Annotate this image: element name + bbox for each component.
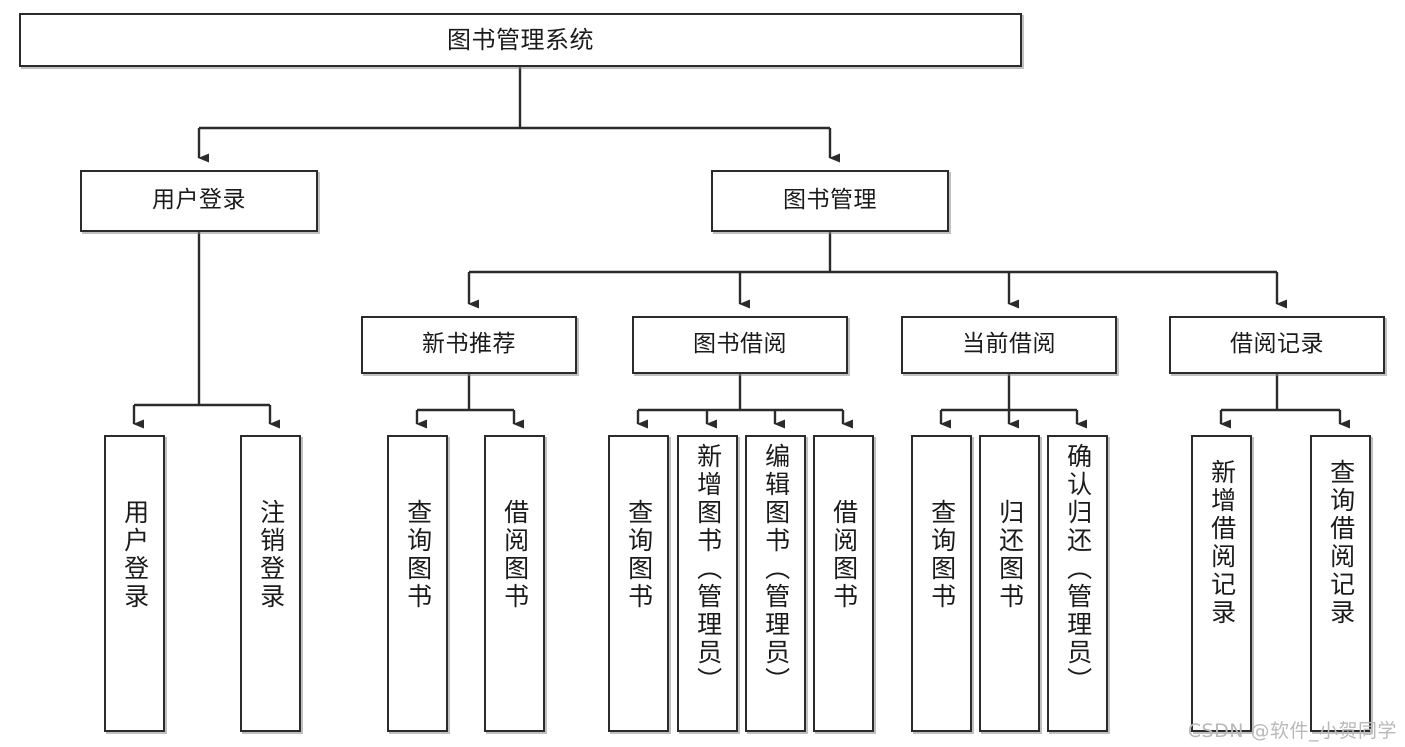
- node-user-login[interactable]: 用户登录: [80, 170, 318, 232]
- leaf-current-return-book[interactable]: 归还图书: [979, 435, 1040, 732]
- leaf-records-query-record[interactable]: 查询借阅记录: [1310, 435, 1371, 732]
- leaf-borrow-edit-book-label: 编辑图书（管理员）: [761, 443, 791, 695]
- leaf-user-login-logout[interactable]: 注销登录: [240, 435, 301, 732]
- csdn-watermark: CSDN @软件_小贺同学: [1187, 720, 1397, 742]
- node-borrow-records[interactable]: 借阅记录: [1169, 316, 1385, 374]
- leaf-current-query-book[interactable]: 查询图书: [911, 435, 972, 732]
- node-book-management-label: 图书管理: [783, 187, 877, 214]
- leaf-current-return-book-label: 归还图书: [995, 499, 1025, 611]
- node-root-system[interactable]: 图书管理系统: [19, 13, 1022, 67]
- node-user-login-label: 用户登录: [152, 187, 246, 214]
- leaf-current-confirm-return[interactable]: 确认归还（管理员）: [1047, 435, 1108, 732]
- leaf-borrow-borrow-book[interactable]: 借阅图书: [813, 435, 874, 732]
- leaf-current-confirm-return-label: 确认归还（管理员）: [1063, 443, 1093, 695]
- leaf-borrow-borrow-book-label: 借阅图书: [829, 499, 859, 611]
- leaf-new-book-query-label: 查询图书: [403, 499, 433, 611]
- leaf-borrow-edit-book[interactable]: 编辑图书（管理员）: [745, 435, 806, 732]
- leaf-borrow-query-book[interactable]: 查询图书: [608, 435, 669, 732]
- node-book-borrow[interactable]: 图书借阅: [632, 316, 848, 374]
- leaf-records-add-record-label: 新增借阅记录: [1207, 459, 1237, 627]
- leaf-new-book-query[interactable]: 查询图书: [387, 435, 448, 732]
- leaf-new-book-borrow-label: 借阅图书: [500, 499, 530, 611]
- leaf-records-add-record[interactable]: 新增借阅记录: [1191, 435, 1252, 732]
- leaf-user-login-login-label: 用户登录: [120, 499, 150, 611]
- node-current-borrow-label: 当前借阅: [962, 331, 1056, 358]
- leaf-borrow-add-book[interactable]: 新增图书（管理员）: [677, 435, 738, 732]
- leaf-user-login-login[interactable]: 用户登录: [104, 435, 165, 732]
- node-root-system-label: 图书管理系统: [447, 25, 594, 54]
- node-new-book-recommend[interactable]: 新书推荐: [361, 316, 577, 374]
- node-borrow-records-label: 借阅记录: [1230, 331, 1324, 358]
- node-book-management[interactable]: 图书管理: [711, 170, 949, 232]
- node-new-book-recommend-label: 新书推荐: [422, 331, 516, 358]
- leaf-borrow-add-book-label: 新增图书（管理员）: [693, 443, 723, 695]
- node-current-borrow[interactable]: 当前借阅: [901, 316, 1117, 374]
- leaf-new-book-borrow[interactable]: 借阅图书: [484, 435, 545, 732]
- leaf-current-query-book-label: 查询图书: [927, 499, 957, 611]
- leaf-user-login-logout-label: 注销登录: [256, 499, 286, 611]
- node-book-borrow-label: 图书借阅: [693, 331, 787, 358]
- leaf-records-query-record-label: 查询借阅记录: [1326, 459, 1356, 627]
- leaf-borrow-query-book-label: 查询图书: [624, 499, 654, 611]
